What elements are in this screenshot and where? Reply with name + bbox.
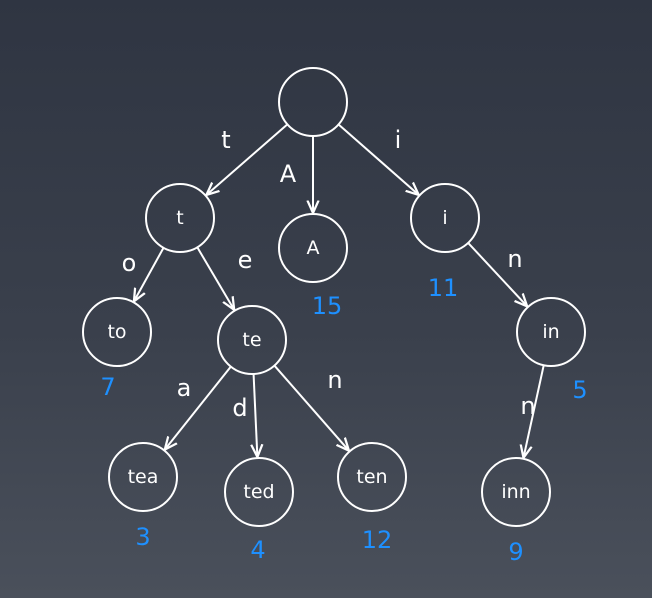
node-in: in — [516, 297, 586, 367]
node-root — [278, 67, 348, 137]
node-circle-root — [278, 67, 348, 137]
node-label-tea: tea — [128, 466, 159, 488]
node-tea: tea — [108, 442, 178, 512]
edge-te-tea — [165, 365, 232, 450]
node-i: i — [410, 183, 480, 253]
edge-label-root-A: A — [280, 160, 297, 188]
edge-label-root-i: i — [395, 126, 402, 154]
node-to: to — [82, 297, 152, 367]
node-label-te: te — [242, 329, 261, 351]
edge-i-in — [467, 242, 527, 306]
node-ten: ten — [337, 442, 407, 512]
node-label-t: t — [176, 207, 183, 229]
edge-label-te-ten: n — [327, 366, 342, 394]
edge-label-te-ted: d — [232, 394, 247, 422]
node-label-ten: ten — [356, 466, 387, 488]
edge-t-to — [134, 247, 165, 302]
edge-label-t-to: o — [122, 249, 137, 277]
node-circle-t — [145, 183, 215, 253]
node-circle-te — [217, 305, 287, 375]
edge-label-t-te: e — [238, 246, 253, 274]
node-circle-A — [278, 213, 348, 283]
node-label-inn: inn — [501, 481, 530, 503]
edge-in-inn — [523, 365, 545, 458]
node-te: te — [217, 305, 287, 375]
edge-t-te — [196, 246, 234, 310]
node-circle-i — [410, 183, 480, 253]
node-label-ted: ted — [243, 481, 274, 503]
edge-label-te-tea: a — [177, 374, 192, 402]
edge-te-ten — [273, 364, 349, 451]
node-value-ted: 4 — [250, 536, 265, 564]
node-circle-ted — [224, 457, 294, 527]
node-t: t — [145, 183, 215, 253]
node-value-tea: 3 — [135, 523, 150, 551]
node-label-to: to — [107, 321, 126, 343]
edge-label-i-in: n — [507, 245, 522, 273]
node-circle-in — [516, 297, 586, 367]
node-value-i: 11 — [428, 274, 459, 302]
node-circle-tea — [108, 442, 178, 512]
node-label-in: in — [542, 321, 559, 343]
edge-label-in-inn: n — [520, 392, 535, 420]
node-value-to: 7 — [100, 373, 115, 401]
node-value-A: 15 — [312, 292, 343, 320]
node-value-in: 5 — [572, 376, 587, 404]
edge-label-root-t: t — [221, 126, 230, 154]
edge-te-ted — [254, 373, 258, 457]
node-value-ten: 12 — [362, 526, 393, 554]
node-label-A: A — [307, 237, 320, 259]
node-circle-inn — [481, 457, 551, 527]
node-A: A — [278, 213, 348, 283]
edge-root-t — [206, 123, 289, 195]
node-circle-ten — [337, 442, 407, 512]
node-inn: inn — [481, 457, 551, 527]
node-label-i: i — [442, 207, 447, 229]
node-circle-to — [82, 297, 152, 367]
node-ted: ted — [224, 457, 294, 527]
node-value-inn: 9 — [508, 538, 523, 566]
edge-root-i — [337, 123, 419, 194]
